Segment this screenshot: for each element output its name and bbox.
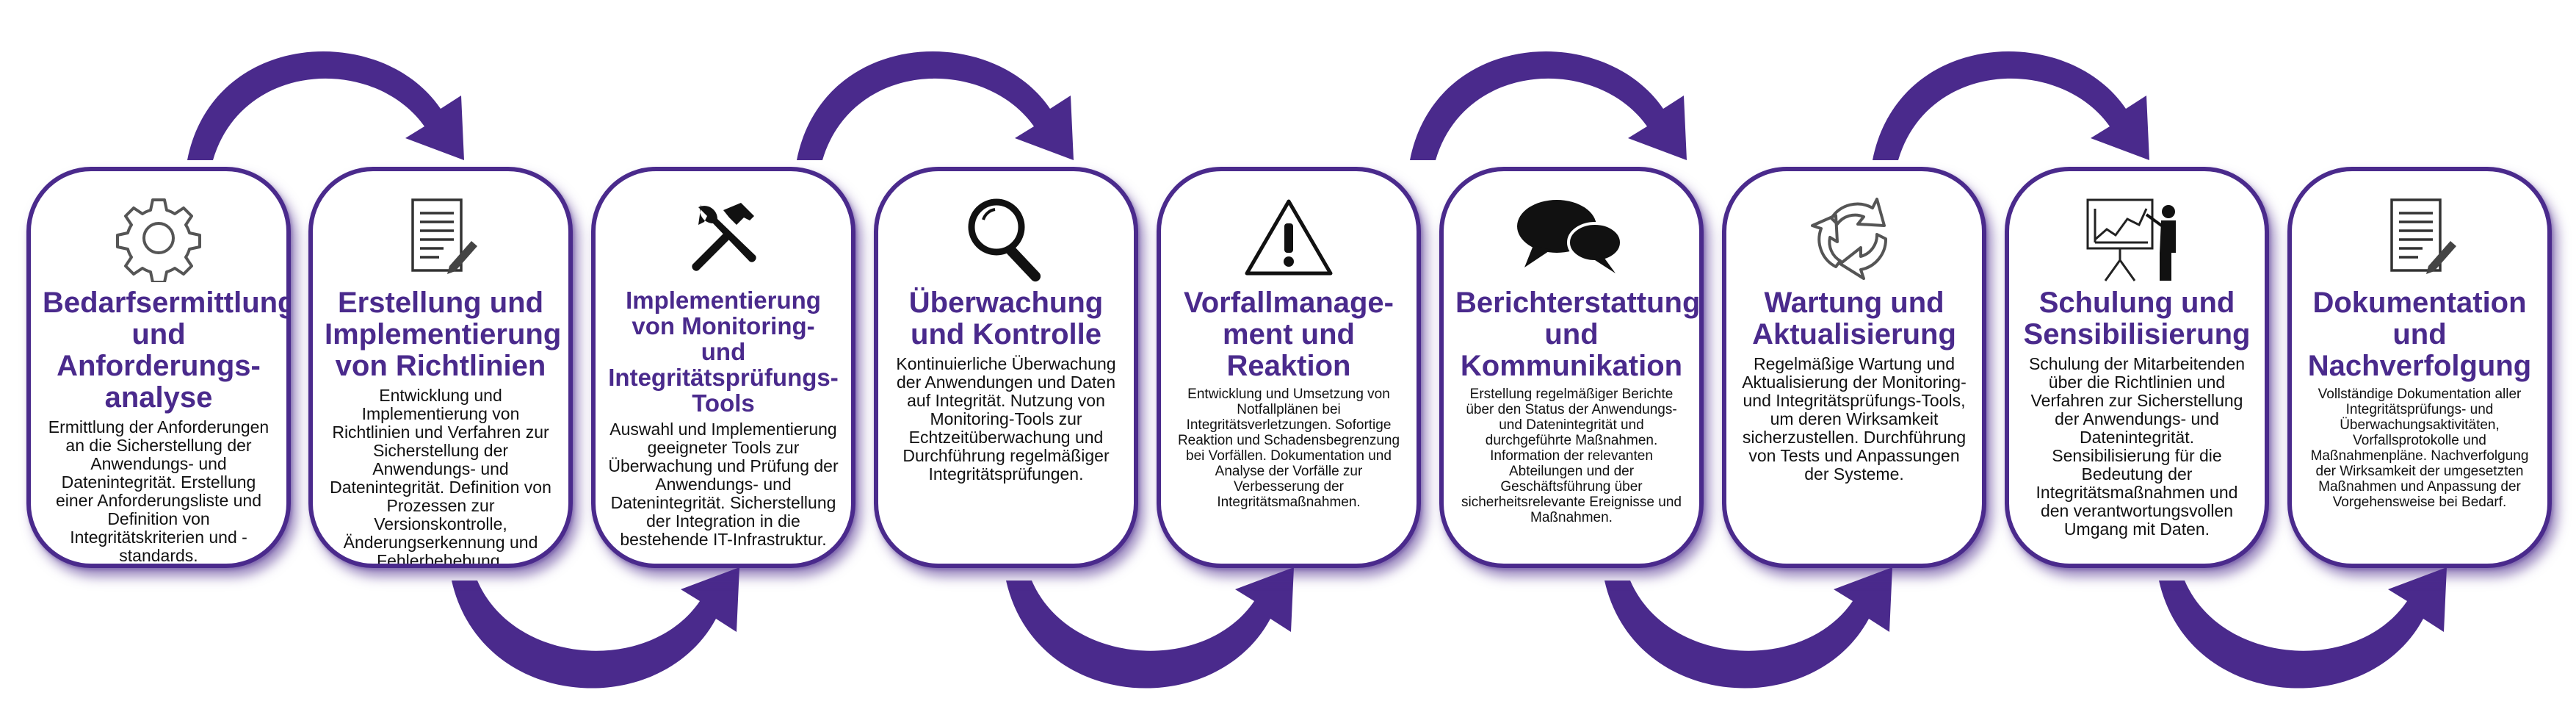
arrow-top-2 [797,51,1074,160]
step-description: Schulung der Mitarbeitenden über die Ric… [2028,354,2246,539]
process-step-1: Bedarfsermittlung und Anforderungs-analy… [26,167,291,568]
step-title: Dokumentation und Nachverfolgung [2307,287,2532,382]
step-title: Implementierung von Monitoring- und Inte… [608,287,839,417]
step-title: Erstellung und Implementierung von Richt… [325,287,562,382]
tools-icon [596,190,851,286]
step-title: Überwachung und Kontrolle [908,287,1104,351]
step-title: Vorfallmanage-ment und Reaktion [1184,287,1394,382]
process-step-4: Überwachung und Kontrolle Kontinuierlich… [874,167,1138,568]
process-step-2: Erstellung und Implementierung von Richt… [308,167,573,568]
process-step-9: Dokumentation und Nachverfolgung Vollstä… [2287,167,2552,568]
step-title: Schulung und Sensibilisierung [2023,287,2251,351]
speech-bubbles-icon [1444,190,1699,286]
step-title: Berichterstattung und Kommunikation [1455,287,1701,382]
magnifier-icon [878,190,1134,286]
process-step-6: Berichterstattung und Kommunikation Erst… [1439,167,1704,568]
gear-icon [31,190,286,286]
document-pen-icon [313,190,568,286]
step-description: Auswahl und Implementierung geeigneter T… [608,420,839,549]
step-title: Bedarfsermittlung und Anforderungs-analy… [43,287,291,414]
arrow-bottom-1 [452,567,739,689]
step-description: Entwicklung und Implementierung von Rich… [330,386,551,568]
step-description: Kontinuierliche Überwachung der Anwendun… [896,354,1116,484]
step-title: Wartung und Aktualisierung [1752,287,1956,351]
process-step-3: Implementierung von Monitoring- und Inte… [591,167,855,568]
step-description: Vollständige Dokumentation aller Integri… [2310,387,2529,510]
step-description: Entwicklung und Umsetzung von Notfallplä… [1177,387,1400,510]
step-description: Ermittlung der Anforderungen an die Sich… [48,417,269,565]
arrow-top-3 [1410,51,1687,160]
warning-icon [1161,190,1417,286]
process-step-7: Wartung und Aktualisierung Regelmäßige W… [1722,167,1986,568]
process-step-8: Schulung und Sensibilisierung Schulung d… [2005,167,2269,568]
presentation-board-icon [2009,190,2265,286]
cycle-arrows-icon [1726,190,1982,286]
step-description: Erstellung regelmäßiger Berichte über de… [1461,387,1682,525]
document-pen-icon [2292,190,2547,286]
step-description: Regelmäßige Wartung und Aktualisierung d… [1742,354,1967,484]
arrow-bottom-4 [2159,567,2447,689]
process-step-5: Vorfallmanage-ment und Reaktion Entwickl… [1157,167,1421,568]
arrow-bottom-3 [1604,567,1892,689]
arrow-top-4 [1873,51,2149,160]
arrow-bottom-2 [1006,567,1294,689]
arrow-top-1 [187,51,464,160]
